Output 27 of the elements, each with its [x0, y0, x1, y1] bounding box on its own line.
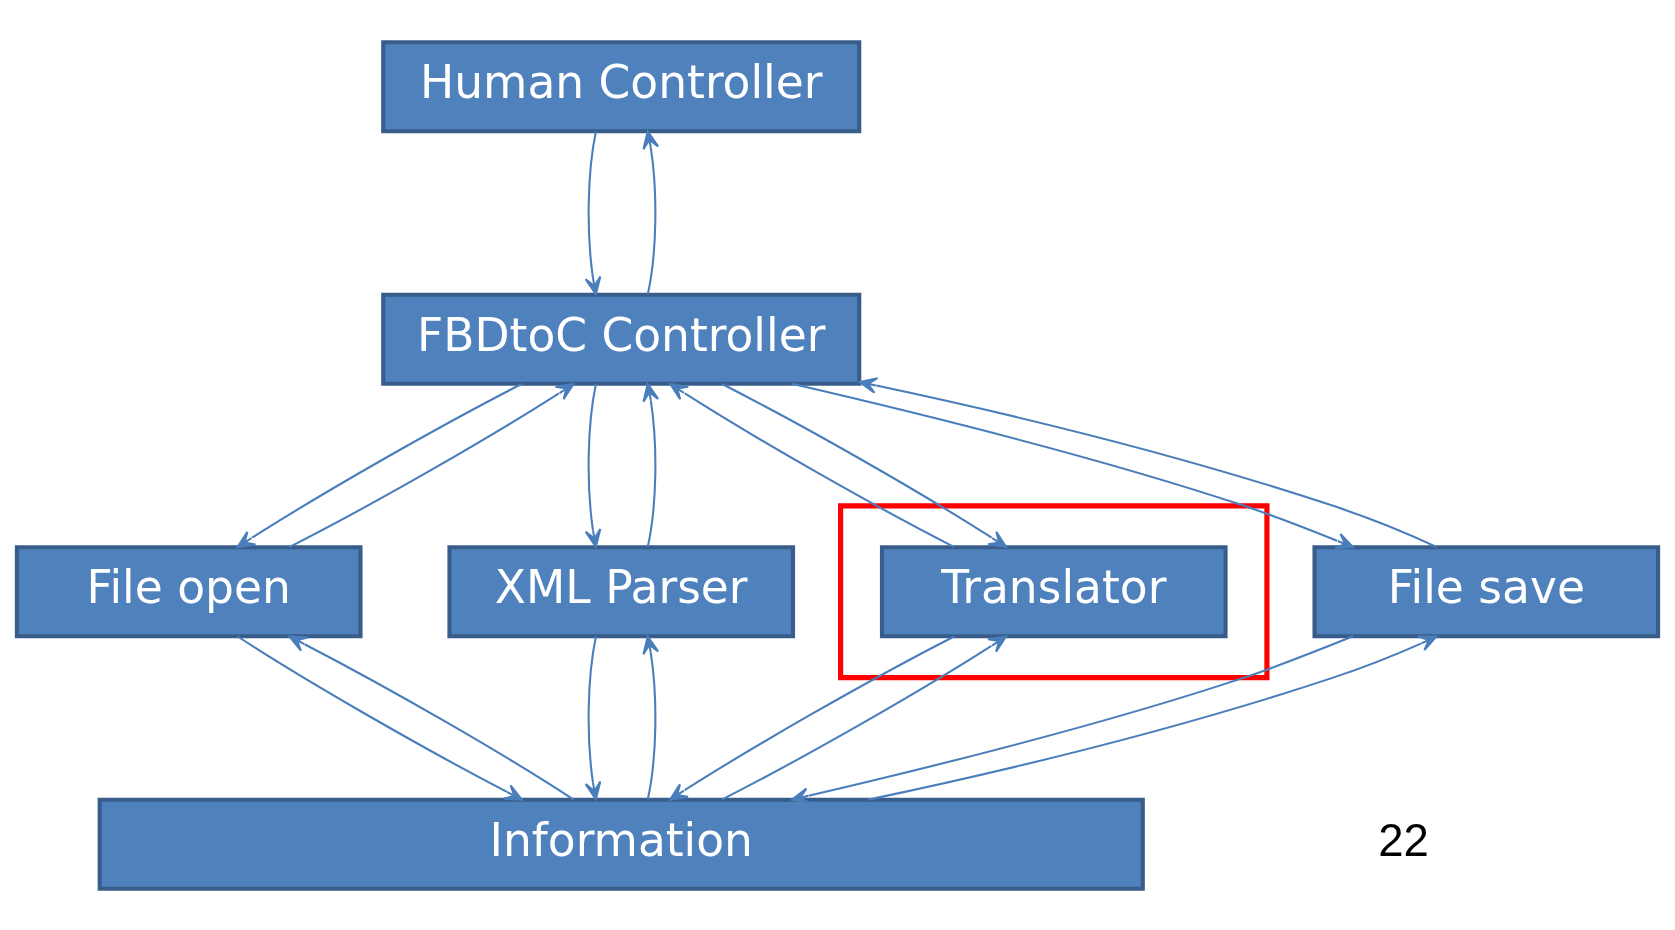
arrow	[236, 382, 523, 548]
arrow	[237, 635, 523, 801]
arrow	[669, 382, 955, 548]
arrow	[642, 130, 660, 294]
arrow	[288, 634, 575, 800]
node-box: FBDtoC Controller	[381, 292, 862, 386]
arrow	[584, 635, 602, 800]
arrow	[669, 635, 955, 801]
arrow	[584, 130, 602, 295]
arrow	[858, 376, 1437, 548]
arrow	[584, 383, 602, 548]
node-box: Human Controller	[381, 39, 862, 133]
node-box: File open	[14, 544, 363, 638]
arrow	[721, 634, 1007, 801]
arrow	[791, 382, 1355, 549]
label: 22	[1378, 814, 1429, 866]
cluster	[838, 502, 1270, 680]
arrow	[642, 634, 660, 799]
node-box: File save	[1312, 544, 1661, 638]
arrow	[721, 382, 1008, 548]
node-box: Translator	[879, 544, 1228, 638]
node-box: XML Parser	[447, 544, 796, 638]
node-box: Information	[97, 797, 1145, 891]
arrow	[790, 634, 1354, 804]
arrow	[868, 635, 1438, 801]
arrow	[642, 382, 660, 547]
arrow	[288, 382, 575, 548]
